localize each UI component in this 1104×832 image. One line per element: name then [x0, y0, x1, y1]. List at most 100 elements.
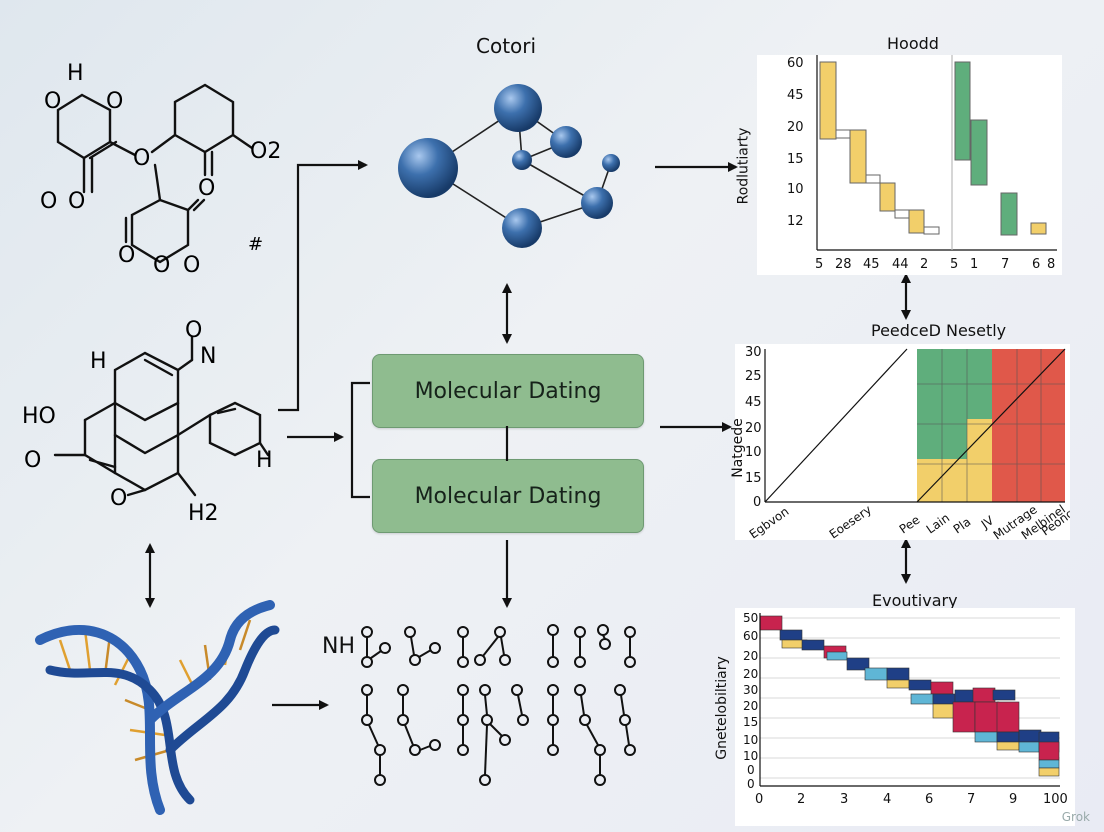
- bar: [1030, 222, 1047, 235]
- ytick: 60: [787, 56, 804, 71]
- xtick: 9: [1009, 792, 1017, 807]
- network-title: Cotori: [476, 34, 537, 58]
- fragments-label: NH: [322, 634, 355, 659]
- timeline-block: [1038, 759, 1060, 769]
- timeline-block: [846, 657, 870, 671]
- ytick: 15: [745, 471, 762, 486]
- timeline-block: [996, 741, 1020, 751]
- timeline-block: [1038, 741, 1060, 761]
- node-sphere: [398, 138, 458, 198]
- node-sphere: [581, 187, 613, 219]
- ytick: 15: [743, 715, 758, 729]
- timeline-block: [759, 615, 783, 631]
- xtick: 3: [840, 792, 848, 807]
- ytick: 10: [743, 749, 758, 763]
- timeline-block: [932, 703, 956, 719]
- xtick: 8: [1047, 257, 1055, 272]
- ytick: 20: [745, 421, 762, 436]
- atom-label: O: [24, 448, 41, 473]
- atom-label: O: [185, 318, 202, 343]
- bar: [908, 209, 925, 234]
- node-sphere: [550, 126, 582, 158]
- atom-label: O: [153, 253, 170, 278]
- timeline-block: [801, 639, 825, 651]
- ytick: 30: [743, 683, 758, 697]
- ytick: 0: [753, 495, 761, 510]
- timeline-block: [886, 679, 910, 689]
- ytick: 10: [743, 733, 758, 747]
- atom-label: #: [248, 234, 263, 255]
- xtick: 2: [920, 257, 928, 272]
- chart-middle-title: PeedceD Nesetly: [871, 321, 1007, 340]
- ytick: 10: [745, 445, 762, 460]
- bar: [865, 174, 881, 184]
- bar: [894, 209, 910, 219]
- ytick: 45: [745, 395, 762, 410]
- atom-label: HO: [22, 404, 56, 429]
- timeline-block: [972, 687, 996, 703]
- ytick: 20: [743, 667, 758, 681]
- atom-label: O: [68, 189, 85, 214]
- timeline-block: [1018, 741, 1042, 753]
- chart-bottom-plot: 50 60 20 20 30 20 15 10 10 0 0 0 2 3 4 6…: [743, 611, 1068, 807]
- ytick: 20: [743, 699, 758, 713]
- timeline-block: [996, 701, 1020, 733]
- heat-cell: [967, 419, 992, 459]
- molecule-fragments: [361, 624, 636, 786]
- bar: [923, 226, 940, 235]
- xtick: 4: [883, 792, 891, 807]
- bar: [835, 129, 851, 139]
- timeline-block: [1018, 729, 1042, 743]
- xtick: Lain: [924, 511, 952, 537]
- atom-label: O: [133, 146, 150, 171]
- atom-label: N: [200, 344, 216, 369]
- ytick: 30: [745, 345, 762, 360]
- molecular-dating-box-bottom[interactable]: Molecular Dating: [372, 459, 644, 533]
- chart-top-title: Hoodd: [887, 34, 939, 53]
- xtick: 7: [1001, 257, 1009, 272]
- chart-top-panel: [757, 55, 1062, 275]
- timeline-block: [992, 689, 1016, 701]
- timeline-block: [996, 731, 1020, 743]
- bar: [819, 61, 837, 140]
- chart-top-plot: 60 45 20 15 10 12 5 28 45 44 2 5 1 7 6 8: [787, 55, 1057, 272]
- atom-label: O: [40, 189, 57, 214]
- xtick: 6: [925, 792, 933, 807]
- ytick: 0: [747, 763, 755, 777]
- bar: [1000, 192, 1018, 236]
- bar: [879, 182, 896, 212]
- xtick: 45: [863, 257, 880, 272]
- xtick: 28: [835, 257, 852, 272]
- timeline-block: [952, 701, 976, 733]
- xtick: Eoesery: [827, 502, 874, 540]
- timeline-block: [886, 667, 910, 681]
- atom-label: H: [256, 448, 273, 473]
- node-sphere: [512, 150, 532, 170]
- ytick: 45: [787, 88, 804, 103]
- xtick: 7: [967, 792, 975, 807]
- ytick: 25: [745, 369, 762, 384]
- sphere-network: [398, 84, 620, 248]
- ytick: 10: [787, 182, 804, 197]
- atom-label: O: [183, 253, 200, 278]
- ytick: 20: [743, 649, 758, 663]
- xtick: 0: [755, 792, 763, 807]
- heat-cell: [992, 349, 1065, 502]
- atom-label: O: [118, 243, 135, 268]
- ytick: 20: [787, 120, 804, 135]
- chart-top-ylabel: Rodlutiarty: [735, 127, 752, 205]
- timeline-block: [908, 679, 932, 691]
- ytick: 12: [787, 214, 804, 229]
- atom-label: O: [44, 89, 61, 114]
- timeline-block: [1038, 767, 1060, 777]
- top-molecule-structure: H O O O O2 O O O O O O #: [40, 61, 281, 278]
- xtick: 1: [970, 257, 978, 272]
- node-sphere: [602, 154, 620, 172]
- xtick: 44: [892, 257, 909, 272]
- bar: [849, 129, 867, 184]
- timeline-block: [910, 693, 934, 705]
- xtick: 100: [1043, 792, 1068, 807]
- node-sphere: [494, 84, 542, 132]
- xtick: 5: [815, 257, 823, 272]
